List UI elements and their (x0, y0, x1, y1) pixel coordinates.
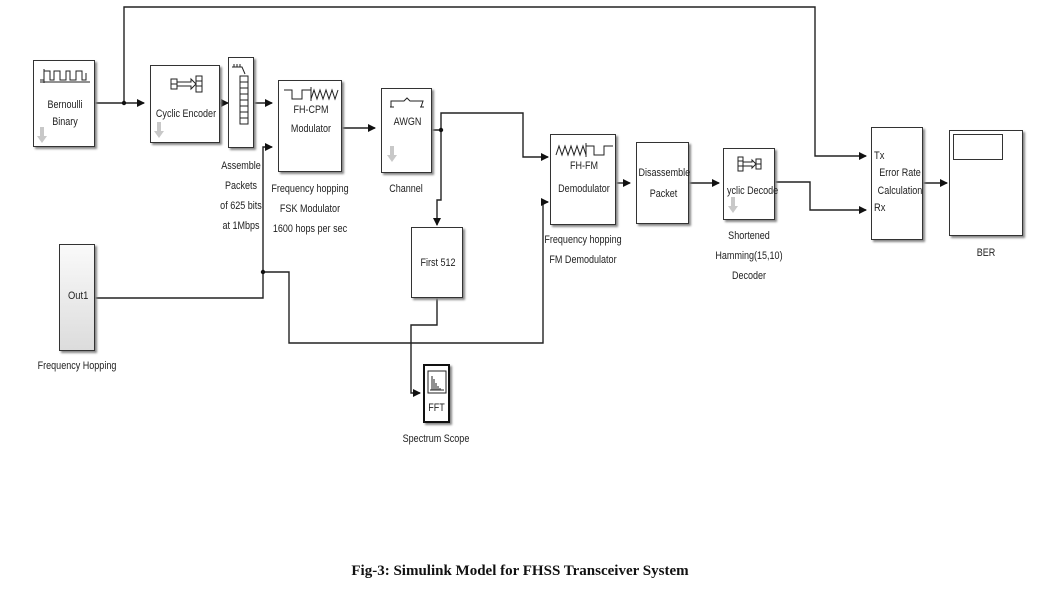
line-decoder-to-rx (775, 181, 867, 214)
demodulator-label-1: Frequency hopping (544, 234, 622, 246)
first-512-text: First 512 (420, 257, 456, 269)
assemble-label-4: at 1Mbps (222, 220, 260, 232)
fh-cpm-text-2: Modulator (290, 123, 332, 135)
first-512-block[interactable]: First 512 (411, 227, 463, 298)
line-awgn-to-first512 (433, 130, 442, 226)
bernoulli-text-1: Bernoulli (47, 99, 83, 111)
cyclic-encoder-block[interactable]: Cyclic Encoder (150, 65, 220, 143)
sample-time-arrow-icon (387, 146, 397, 162)
decoder-label-1: Shortened (728, 230, 770, 242)
ber-display-block[interactable] (949, 130, 1023, 236)
line-hopping-to-modulator (95, 143, 273, 299)
error-rate-calculation-block[interactable]: Tx Error Rate Calculation Rx (871, 127, 923, 240)
line-hopping-to-demodulator (263, 198, 549, 344)
modulator-label-2: FSK Modulator (279, 203, 341, 215)
line-first512-to-scope (410, 298, 438, 397)
assemble-label-1: Assemble (221, 160, 261, 172)
fh-fm-text-1: FH-FM (569, 160, 599, 172)
sample-time-arrow-icon (728, 197, 738, 213)
cyclic-decoder-text: yclic Decode (727, 185, 779, 197)
encoder-icon (170, 75, 203, 93)
cyclic-decoder-block[interactable]: yclic Decode (723, 148, 779, 220)
tx-port-label: Tx (874, 150, 885, 162)
assemble-label-3: of 625 bits (220, 200, 262, 212)
frequency-hopping-block[interactable]: Out1 (59, 244, 95, 351)
sample-time-arrow-icon (154, 122, 164, 138)
fh-cpm-text-1: FH-CPM (293, 104, 329, 116)
fh-cpm-modulator-block[interactable]: FH-CPM Modulator (278, 80, 342, 172)
decoder-icon (737, 156, 762, 172)
bernoulli-binary-block[interactable]: Bernoulli Binary (33, 60, 95, 147)
awgn-text: AWGN (393, 116, 422, 128)
buffer-icon (232, 64, 249, 125)
modulator-label-1: Frequency hopping (271, 183, 349, 195)
rx-port-label: Rx (874, 202, 886, 214)
cyclic-encoder-text: Cyclic Encoder (155, 108, 217, 120)
line-awgn-to-demodulator (432, 112, 549, 161)
assemble-label-2: Packets (224, 180, 258, 192)
error-rate-text-1: Error Rate (879, 167, 921, 179)
spectrum-icon (427, 370, 447, 394)
bernoulli-text-2: Binary (52, 116, 78, 128)
disassemble-packet-block[interactable]: Disassemble Packet (636, 142, 691, 224)
decoder-label-3: Decoder (731, 270, 767, 282)
figure-caption: Fig-3: Simulink Model for FHSS Transceiv… (351, 563, 689, 579)
spectrum-scope-label: Spectrum Scope (402, 433, 470, 445)
modulator-label-3: 1600 hops per sec (272, 223, 348, 235)
demodulator-label-2: FM Demodulator (549, 254, 617, 266)
decoder-label-2: Hamming(15,10) (715, 250, 783, 262)
ber-label: BER (976, 247, 996, 259)
square-wave-icon (40, 69, 90, 83)
awgn-channel-block[interactable]: AWGN (381, 88, 432, 173)
out1-port-label: Out1 (68, 290, 89, 302)
sample-time-arrow-icon (37, 127, 47, 143)
line-tx-reference (123, 6, 867, 160)
error-rate-text-2: Calculation (877, 185, 923, 197)
frequency-hopping-label: Frequency Hopping (37, 360, 117, 372)
disassemble-text-1: Disassemble (638, 167, 691, 179)
awgn-label: Channel (389, 183, 423, 195)
channel-icon (390, 97, 424, 108)
branch-point (260, 269, 266, 275)
disassemble-text-2: Packet (649, 188, 678, 200)
fh-fm-text-2: Demodulator (558, 183, 610, 195)
assemble-packets-block[interactable] (228, 57, 254, 148)
modulation-wave-icon (284, 87, 339, 101)
branch-point (438, 127, 444, 133)
demodulation-wave-icon (555, 143, 613, 157)
branch-point (121, 100, 127, 106)
spectrum-scope-block[interactable]: FFT (423, 364, 450, 423)
fh-fm-demodulator-block[interactable]: FH-FM Demodulator (550, 134, 616, 225)
spectrum-fft-text: FFT (428, 402, 445, 414)
display-icon (953, 134, 1003, 160)
